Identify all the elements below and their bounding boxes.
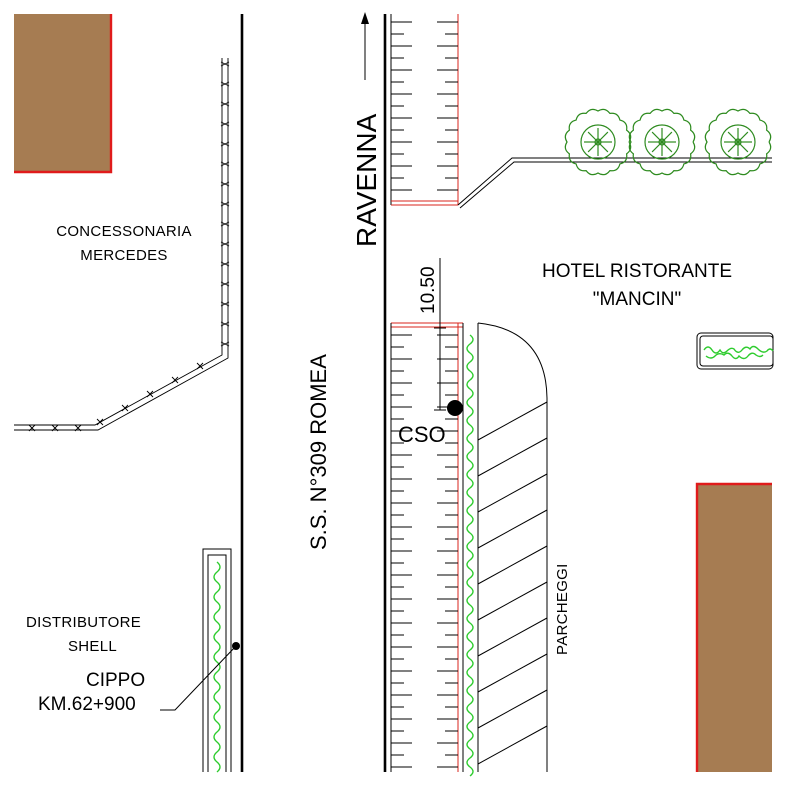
fence-mark <box>220 281 230 287</box>
parking-stall-line <box>477 545 548 585</box>
tree-icon <box>628 108 696 176</box>
fence-mark <box>220 101 230 107</box>
parking-area <box>477 322 548 772</box>
fence-mark <box>121 404 129 412</box>
fence-mark <box>220 181 230 187</box>
cso-manhole-icon <box>447 400 463 416</box>
fence-mark <box>51 424 59 432</box>
fence-mark <box>220 341 230 347</box>
fence-mark <box>220 61 230 67</box>
fence-mark <box>146 390 154 398</box>
fence-mark <box>171 376 179 384</box>
road-name-label: S.S. N°309 ROMEA <box>306 354 331 550</box>
parking-label: PARCHEGGI <box>554 563 571 655</box>
milestone-label-line2: KM.62+900 <box>38 694 136 715</box>
fence-mark <box>96 418 104 426</box>
direction-label: RAVENNA <box>351 113 382 247</box>
milestone-leader-line <box>160 645 237 711</box>
parking-stall-line <box>477 725 548 765</box>
hotel-north-boundary-inner <box>459 161 772 209</box>
station-label-line1: DISTRIBUTORE <box>26 614 141 631</box>
dimension-label: 10.50 <box>418 266 439 314</box>
hedge-box-hotel <box>696 332 774 370</box>
hotel-north-boundary <box>457 157 772 206</box>
tree-icon <box>704 108 772 176</box>
fence-mark <box>220 321 230 327</box>
sidewalk-south <box>390 322 463 772</box>
tree-icon <box>564 108 632 176</box>
parking-stall-line <box>477 653 548 693</box>
milestone-label-line1: CIPPO <box>86 670 145 691</box>
parking-stall-line <box>477 689 548 729</box>
dimension-line <box>434 258 446 411</box>
parking-stall-line <box>477 473 548 513</box>
fence-mark <box>220 161 230 167</box>
fence-mark <box>220 121 230 127</box>
parking-stall-line <box>477 509 548 549</box>
dealer-label-line2: MERCEDES <box>80 247 167 264</box>
fence-mark <box>220 81 230 87</box>
hotel-label-line1: HOTEL RISTORANTE <box>542 261 732 282</box>
parking-stall-line <box>477 617 548 657</box>
fence-mark <box>220 261 230 267</box>
fence-mark <box>220 241 230 247</box>
parking-stall-line <box>477 401 548 441</box>
parking-stall-line <box>477 437 548 477</box>
parking-stall-line <box>477 581 548 621</box>
fence-mark <box>74 424 82 432</box>
tree-row <box>564 108 772 176</box>
building-mercedes-dealer <box>14 14 113 174</box>
fence-mark <box>220 141 230 147</box>
fence-mark <box>220 301 230 307</box>
station-label-line2: SHELL <box>68 638 117 655</box>
arrow-up-icon <box>361 12 369 80</box>
cso-label: CSO <box>398 422 446 447</box>
station-hedge-strip <box>202 548 232 773</box>
hedge-strip-east <box>462 323 479 777</box>
sidewalk-north <box>390 14 459 206</box>
fence-mark <box>220 201 230 207</box>
fence-mark <box>220 221 230 227</box>
building-hotel <box>695 482 772 772</box>
dealer-label-line1: CONCESSONARIA <box>56 223 192 240</box>
fence-mark <box>196 362 204 370</box>
fence-mark <box>28 424 36 432</box>
dealer-fence <box>14 58 230 432</box>
hotel-label-line2: "MANCIN" <box>593 289 681 310</box>
